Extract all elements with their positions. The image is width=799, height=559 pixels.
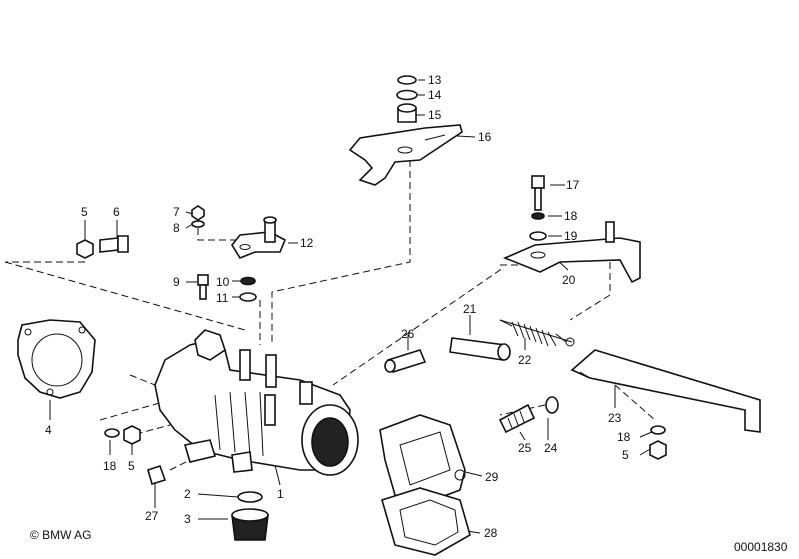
- washer-14: [396, 89, 418, 101]
- callout-1: 1: [277, 487, 284, 501]
- callout-23: 23: [608, 411, 622, 425]
- spring-22: [499, 319, 575, 347]
- callout-10: 10: [216, 275, 230, 289]
- cover-29: [379, 414, 466, 506]
- nut-7: [191, 205, 205, 221]
- callout-26: 26: [401, 327, 415, 341]
- callout-16: 16: [478, 130, 492, 144]
- washer-11: [239, 292, 257, 302]
- o-ring-2: [237, 491, 263, 503]
- callout-14: 14: [428, 88, 442, 102]
- pin-27: [147, 464, 167, 486]
- callout-5-upper: 5: [81, 205, 88, 219]
- callout-15: 15: [428, 108, 442, 122]
- bolt-6: [99, 235, 129, 253]
- nut-5-right: [649, 440, 667, 460]
- screw-9: [197, 274, 209, 300]
- callout-18-upper: 18: [564, 209, 578, 223]
- bushing-15: [397, 103, 417, 123]
- callout-8: 8: [173, 221, 180, 235]
- spring-25: [498, 403, 536, 434]
- callout-19: 19: [564, 229, 578, 243]
- bracket-20: [502, 221, 641, 284]
- callout-17: 17: [566, 178, 580, 192]
- nut-5-upper: [76, 239, 94, 259]
- screw-17: [531, 175, 545, 211]
- document-number: 00001830: [734, 540, 788, 554]
- throttle-housing-1: [154, 329, 359, 476]
- callout-12: 12: [300, 236, 314, 250]
- callout-5-left: 5: [128, 459, 135, 473]
- washer-13: [397, 75, 417, 85]
- lever-12: [231, 216, 287, 259]
- callout-24: 24: [544, 441, 558, 455]
- callout-2: 2: [184, 487, 191, 501]
- filter-3: [231, 508, 269, 541]
- callout-18-right: 18: [617, 430, 631, 444]
- pin-26: [384, 349, 427, 373]
- callout-21: 21: [463, 302, 477, 316]
- bracket-16: [348, 124, 463, 186]
- callout-11: 11: [216, 291, 229, 305]
- callout-28: 28: [484, 526, 498, 540]
- callout-29: 29: [485, 470, 499, 484]
- callout-7: 7: [173, 205, 180, 219]
- callout-labels: 13 14 15 16 17 18 19 20 5 6 7 8 12 9 10 …: [45, 73, 631, 540]
- washer-8: [191, 220, 205, 228]
- washer-18-left: [104, 428, 120, 438]
- callout-22: 22: [518, 353, 532, 367]
- washer-10: [240, 276, 256, 286]
- copyright-text: © BMW AG: [30, 528, 92, 542]
- bracket-23: [570, 349, 761, 433]
- callout-27: 27: [145, 509, 159, 523]
- callout-4: 4: [45, 423, 52, 437]
- callout-20: 20: [562, 273, 576, 287]
- washer-18-right: [650, 425, 666, 435]
- pin-21: [449, 337, 511, 361]
- callout-18-left: 18: [103, 459, 117, 473]
- gasket-4: [17, 319, 96, 399]
- callout-3: 3: [184, 512, 191, 526]
- ring-24: [545, 396, 559, 414]
- washer-18-upper: [531, 212, 545, 220]
- callout-25: 25: [518, 441, 532, 455]
- washer-19: [529, 231, 547, 241]
- callout-6: 6: [113, 205, 120, 219]
- gasket-28: [381, 487, 471, 556]
- callout-5-right: 5: [622, 448, 629, 462]
- callout-13: 13: [428, 73, 442, 87]
- callout-9: 9: [173, 275, 180, 289]
- nut-5-left: [123, 425, 141, 445]
